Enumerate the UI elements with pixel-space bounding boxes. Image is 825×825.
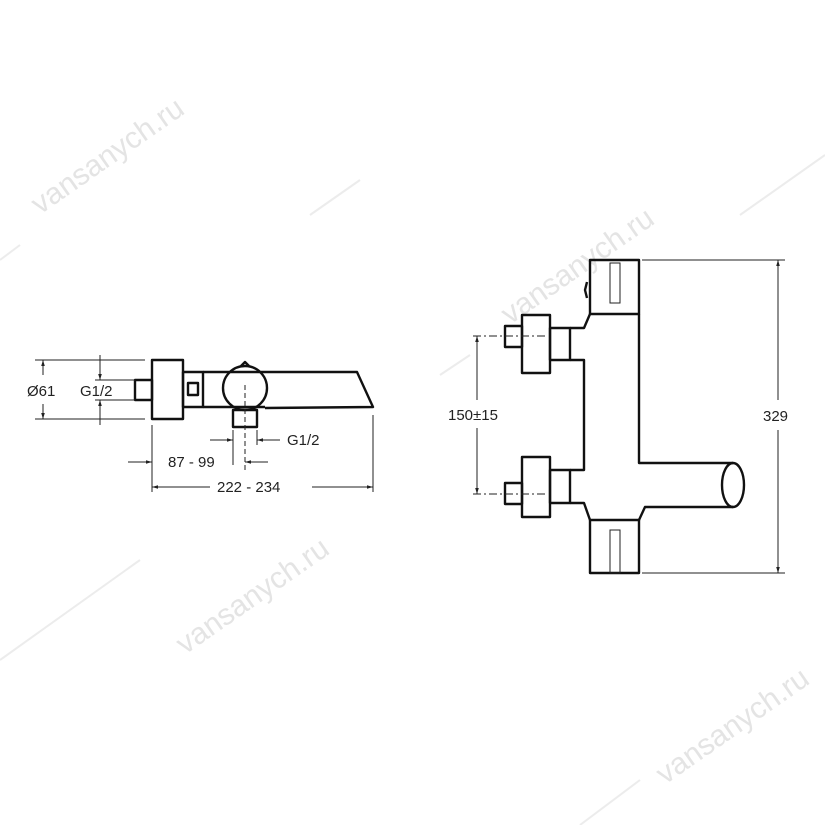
- body-right: [637, 314, 733, 521]
- watermarks: vansanych.ru vansanych.ru vansanych.ru v…: [0, 91, 825, 825]
- bottom-cap: [588, 518, 641, 575]
- inlet-pipe: [133, 378, 154, 402]
- bottom-cap-slot: [609, 529, 621, 574]
- top-cap-slot: [609, 262, 621, 304]
- watermark-text: vansanych.ru: [25, 91, 190, 220]
- neck: [181, 370, 205, 409]
- watermark-text: vansanych.ru: [650, 661, 815, 790]
- spout-end: [720, 461, 746, 509]
- spout: [264, 370, 375, 410]
- outlet-thread-label: G1/2: [287, 432, 320, 449]
- offset-label: 87 - 99: [168, 454, 215, 471]
- inlet-spacing-label: 150±15: [448, 407, 498, 424]
- body-left: [570, 313, 592, 521]
- mixer-cap: [150, 358, 185, 421]
- front-view: 150±15 329: [448, 258, 788, 575]
- body: [203, 370, 265, 409]
- watermark-text: vansanych.ru: [170, 531, 335, 660]
- top-valve: [520, 313, 552, 375]
- top-cap: [588, 258, 641, 316]
- side-view: Ø61 G1/2 G1/2 87 - 99 222 - 234: [27, 355, 375, 496]
- bottom-valve: [520, 455, 552, 519]
- watermark-text: vansanych.ru: [495, 201, 660, 330]
- height-label: 329: [763, 408, 788, 425]
- length-label: 222 - 234: [217, 479, 280, 496]
- inlet-thread-label: G1/2: [80, 383, 113, 400]
- diameter-label: Ø61: [27, 383, 55, 400]
